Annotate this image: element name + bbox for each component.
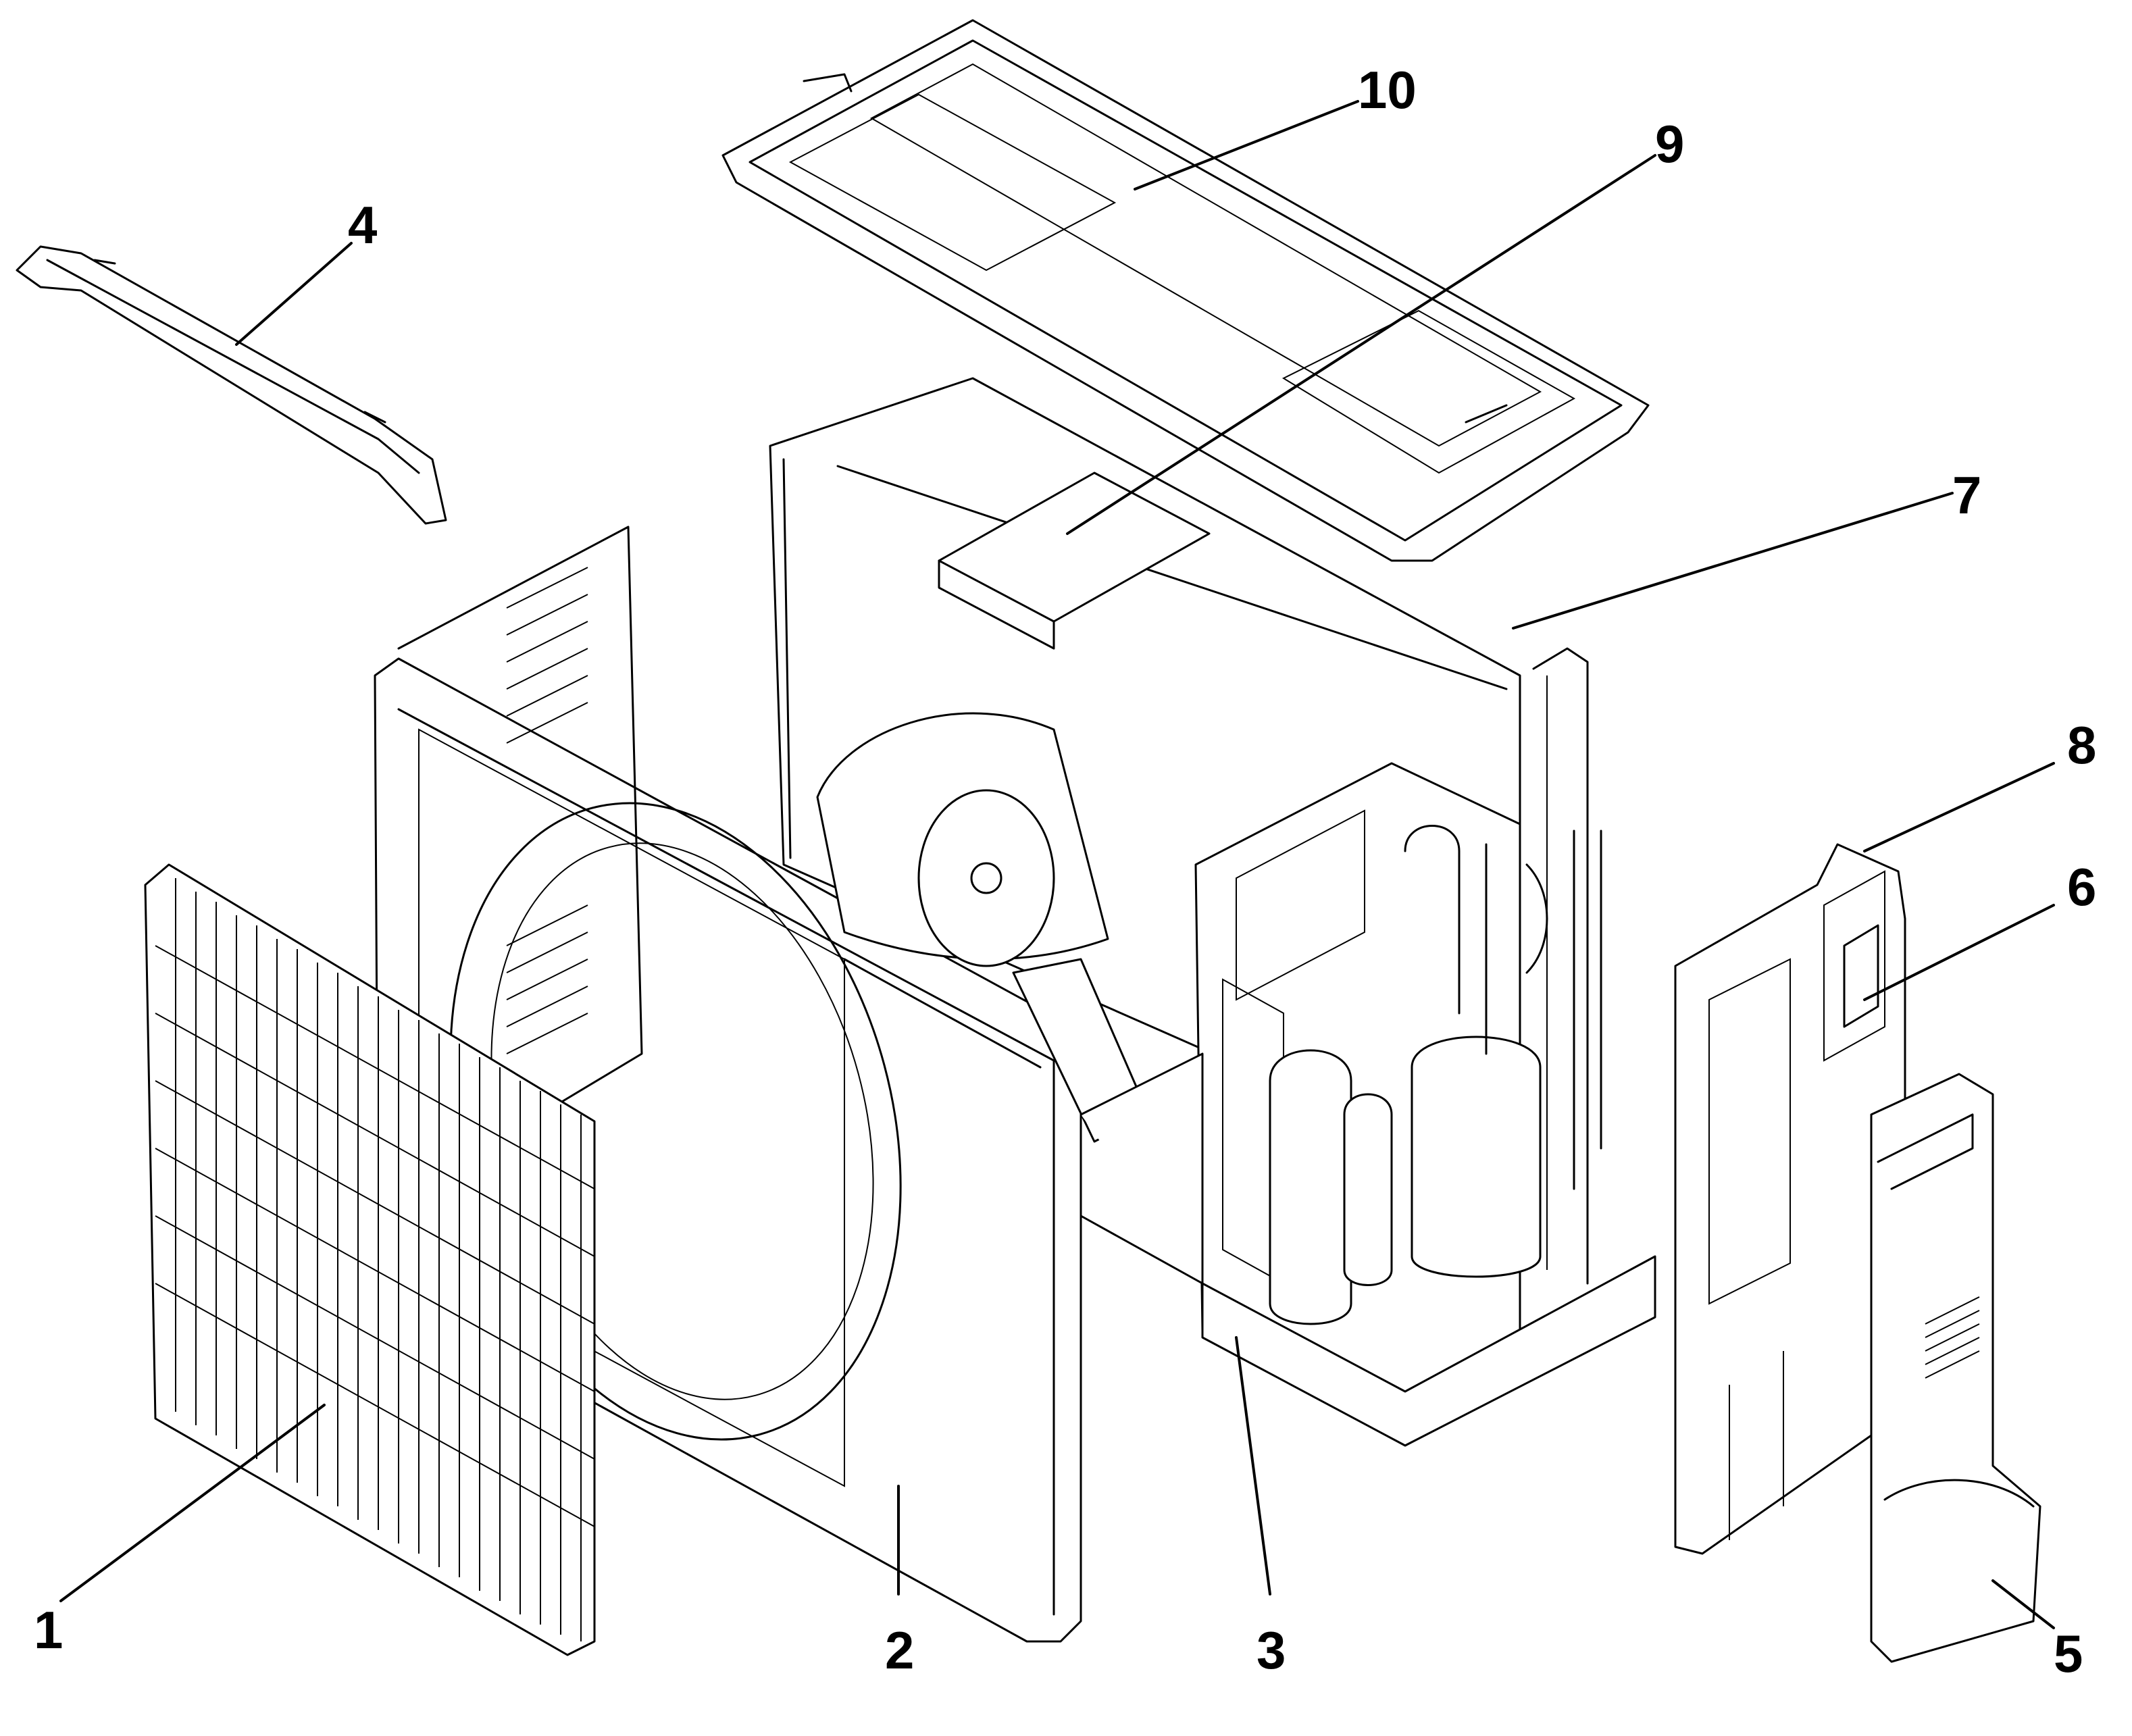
- callout-8: 8: [2067, 715, 2096, 775]
- callout-6: 6: [2067, 857, 2096, 917]
- chassis-part: [397, 377, 1656, 1447]
- service-cover-part: [1870, 1073, 2041, 1663]
- leader-5: [1991, 1579, 2055, 1629]
- leader-6: [1863, 904, 2055, 1001]
- fan-guard-part: [144, 863, 596, 1656]
- callout-3: 3: [1257, 1620, 1286, 1680]
- side-panel-part: [1674, 843, 1906, 1555]
- callout-5: 5: [2054, 1624, 2083, 1683]
- callout-4: 4: [348, 195, 377, 255]
- leader-4: [235, 242, 353, 346]
- rear-louvres: [397, 526, 643, 1116]
- top-cover-part: [721, 19, 1650, 562]
- callout-labels: 1 2 3 4 5 6 7 8 9 10: [34, 60, 2096, 1683]
- guard-wires: [155, 878, 595, 1641]
- leader-1: [59, 1404, 326, 1602]
- leader-7: [1512, 492, 1954, 630]
- callout-2: 2: [885, 1620, 914, 1680]
- callout-7: 7: [1952, 465, 1981, 525]
- leader-lines: [59, 100, 2055, 1629]
- leader-9: [1066, 154, 1656, 535]
- leader-3: [1235, 1336, 1271, 1595]
- callout-1: 1: [34, 1600, 63, 1660]
- callout-10: 10: [1358, 60, 1417, 120]
- leader-10: [1134, 100, 1359, 190]
- leader-8: [1863, 762, 2055, 852]
- callout-9: 9: [1655, 114, 1684, 174]
- top-stay-part: [16, 245, 447, 525]
